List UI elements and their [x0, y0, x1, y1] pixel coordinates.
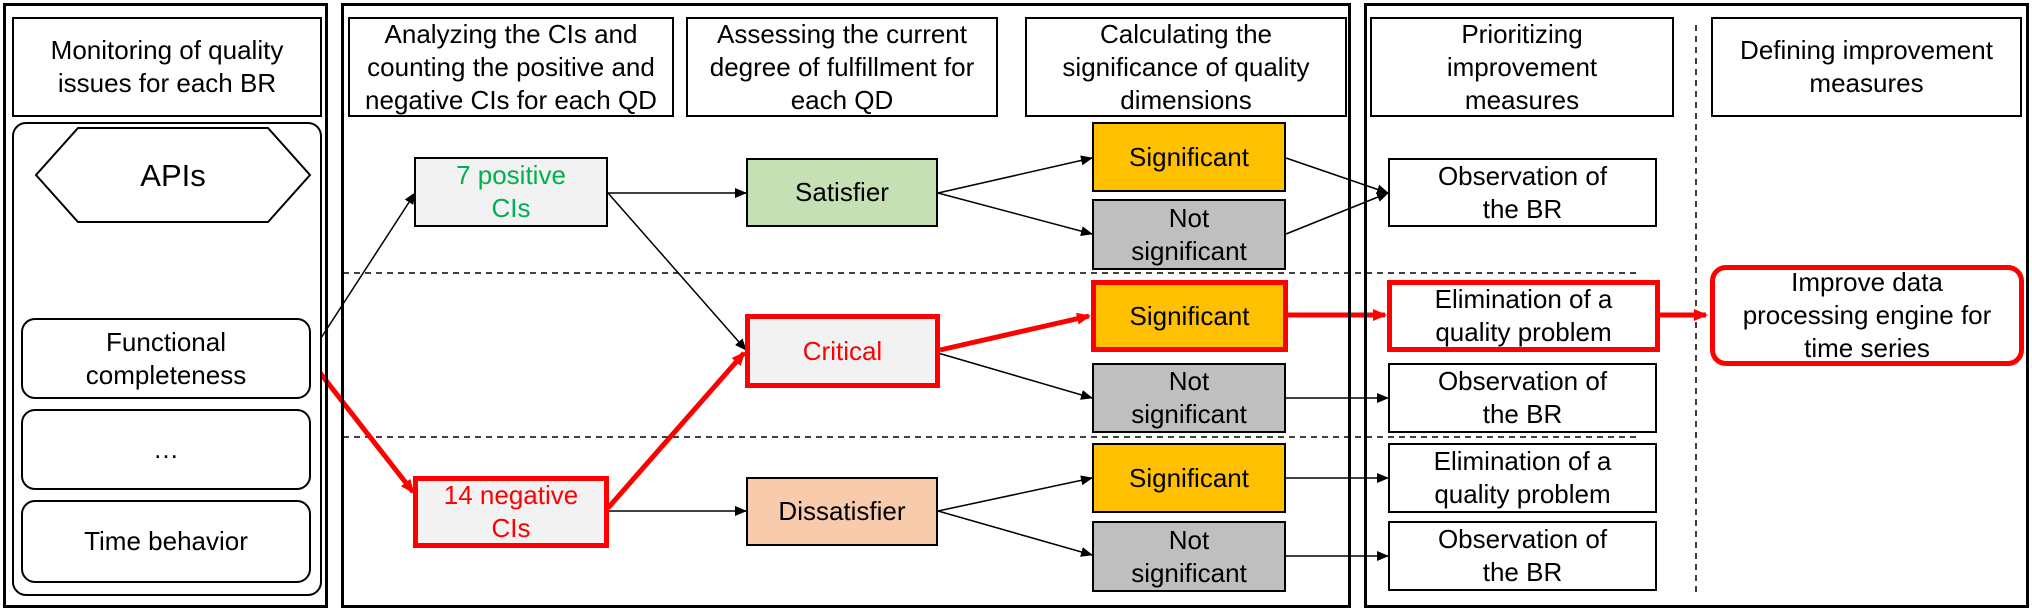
panel-measures	[1364, 3, 2029, 608]
significant-box-3: Significant	[1092, 443, 1286, 513]
arrow-positive-to-critical	[607, 192, 747, 351]
satisfier-box: Satisfier	[746, 158, 938, 227]
ellipsis-item: …	[21, 409, 311, 490]
measure-observation-3: Observation of the BR	[1388, 521, 1657, 591]
header-assessing: Assessing the current degree of fulfillm…	[686, 17, 998, 117]
red-arrow-critical-to-sig2	[939, 312, 1091, 353]
header-prioritizing: Prioritizing improvement measures	[1370, 17, 1674, 117]
measure-observation-1: Observation of the BR	[1388, 158, 1657, 227]
critical-box: Critical	[745, 314, 940, 388]
significant-box-1: Significant	[1092, 122, 1286, 192]
not-significant-box-2: Not significant	[1092, 363, 1286, 433]
apis-hexagon	[34, 127, 312, 223]
negative-cis-box: 14 negative CIs	[413, 476, 609, 548]
measure-observation-2: Observation of the BR	[1388, 363, 1657, 433]
arrow-satisfier-to-nsig1	[937, 192, 1093, 237]
header-defining: Defining improvement measures	[1711, 17, 2022, 117]
panel-monitoring	[3, 3, 328, 608]
functional-completeness: Functional completeness	[21, 318, 311, 399]
arrow-critical-to-nsig2	[937, 352, 1093, 400]
improve-engine-box: Improve data processing engine for time …	[1710, 265, 2024, 366]
dissatisfier-box: Dissatisfier	[746, 477, 938, 546]
measure-elimination-1: Elimination of a quality problem	[1387, 280, 1660, 352]
arrow-sig1-to-m1	[1285, 157, 1389, 195]
red-arrow-negative-to-critical	[606, 351, 746, 510]
apis-label: APIs	[140, 157, 206, 193]
positive-cis-box: 7 positive CIs	[414, 157, 608, 227]
header-calculating: Calculating the significance of quality …	[1025, 17, 1347, 117]
header-analyzing: Analyzing the CIs and counting the posit…	[348, 17, 674, 117]
significant-box-2: Significant	[1091, 280, 1288, 352]
not-significant-box-1: Not significant	[1092, 199, 1286, 270]
not-significant-box-3: Not significant	[1092, 521, 1286, 592]
arrow-satisfier-to-sig1	[937, 155, 1093, 194]
measure-elimination-2: Elimination of a quality problem	[1388, 443, 1657, 513]
arrow-dissatisfier-to-sig3	[937, 475, 1093, 512]
panel-analysis	[341, 3, 1351, 608]
arrow-dissatisfier-to-nsig3	[937, 510, 1093, 557]
header-monitoring: Monitoring of quality issues for each BR	[12, 17, 322, 117]
time-behavior: Time behavior	[21, 500, 311, 583]
arrow-nsig1-to-m1	[1285, 192, 1389, 235]
